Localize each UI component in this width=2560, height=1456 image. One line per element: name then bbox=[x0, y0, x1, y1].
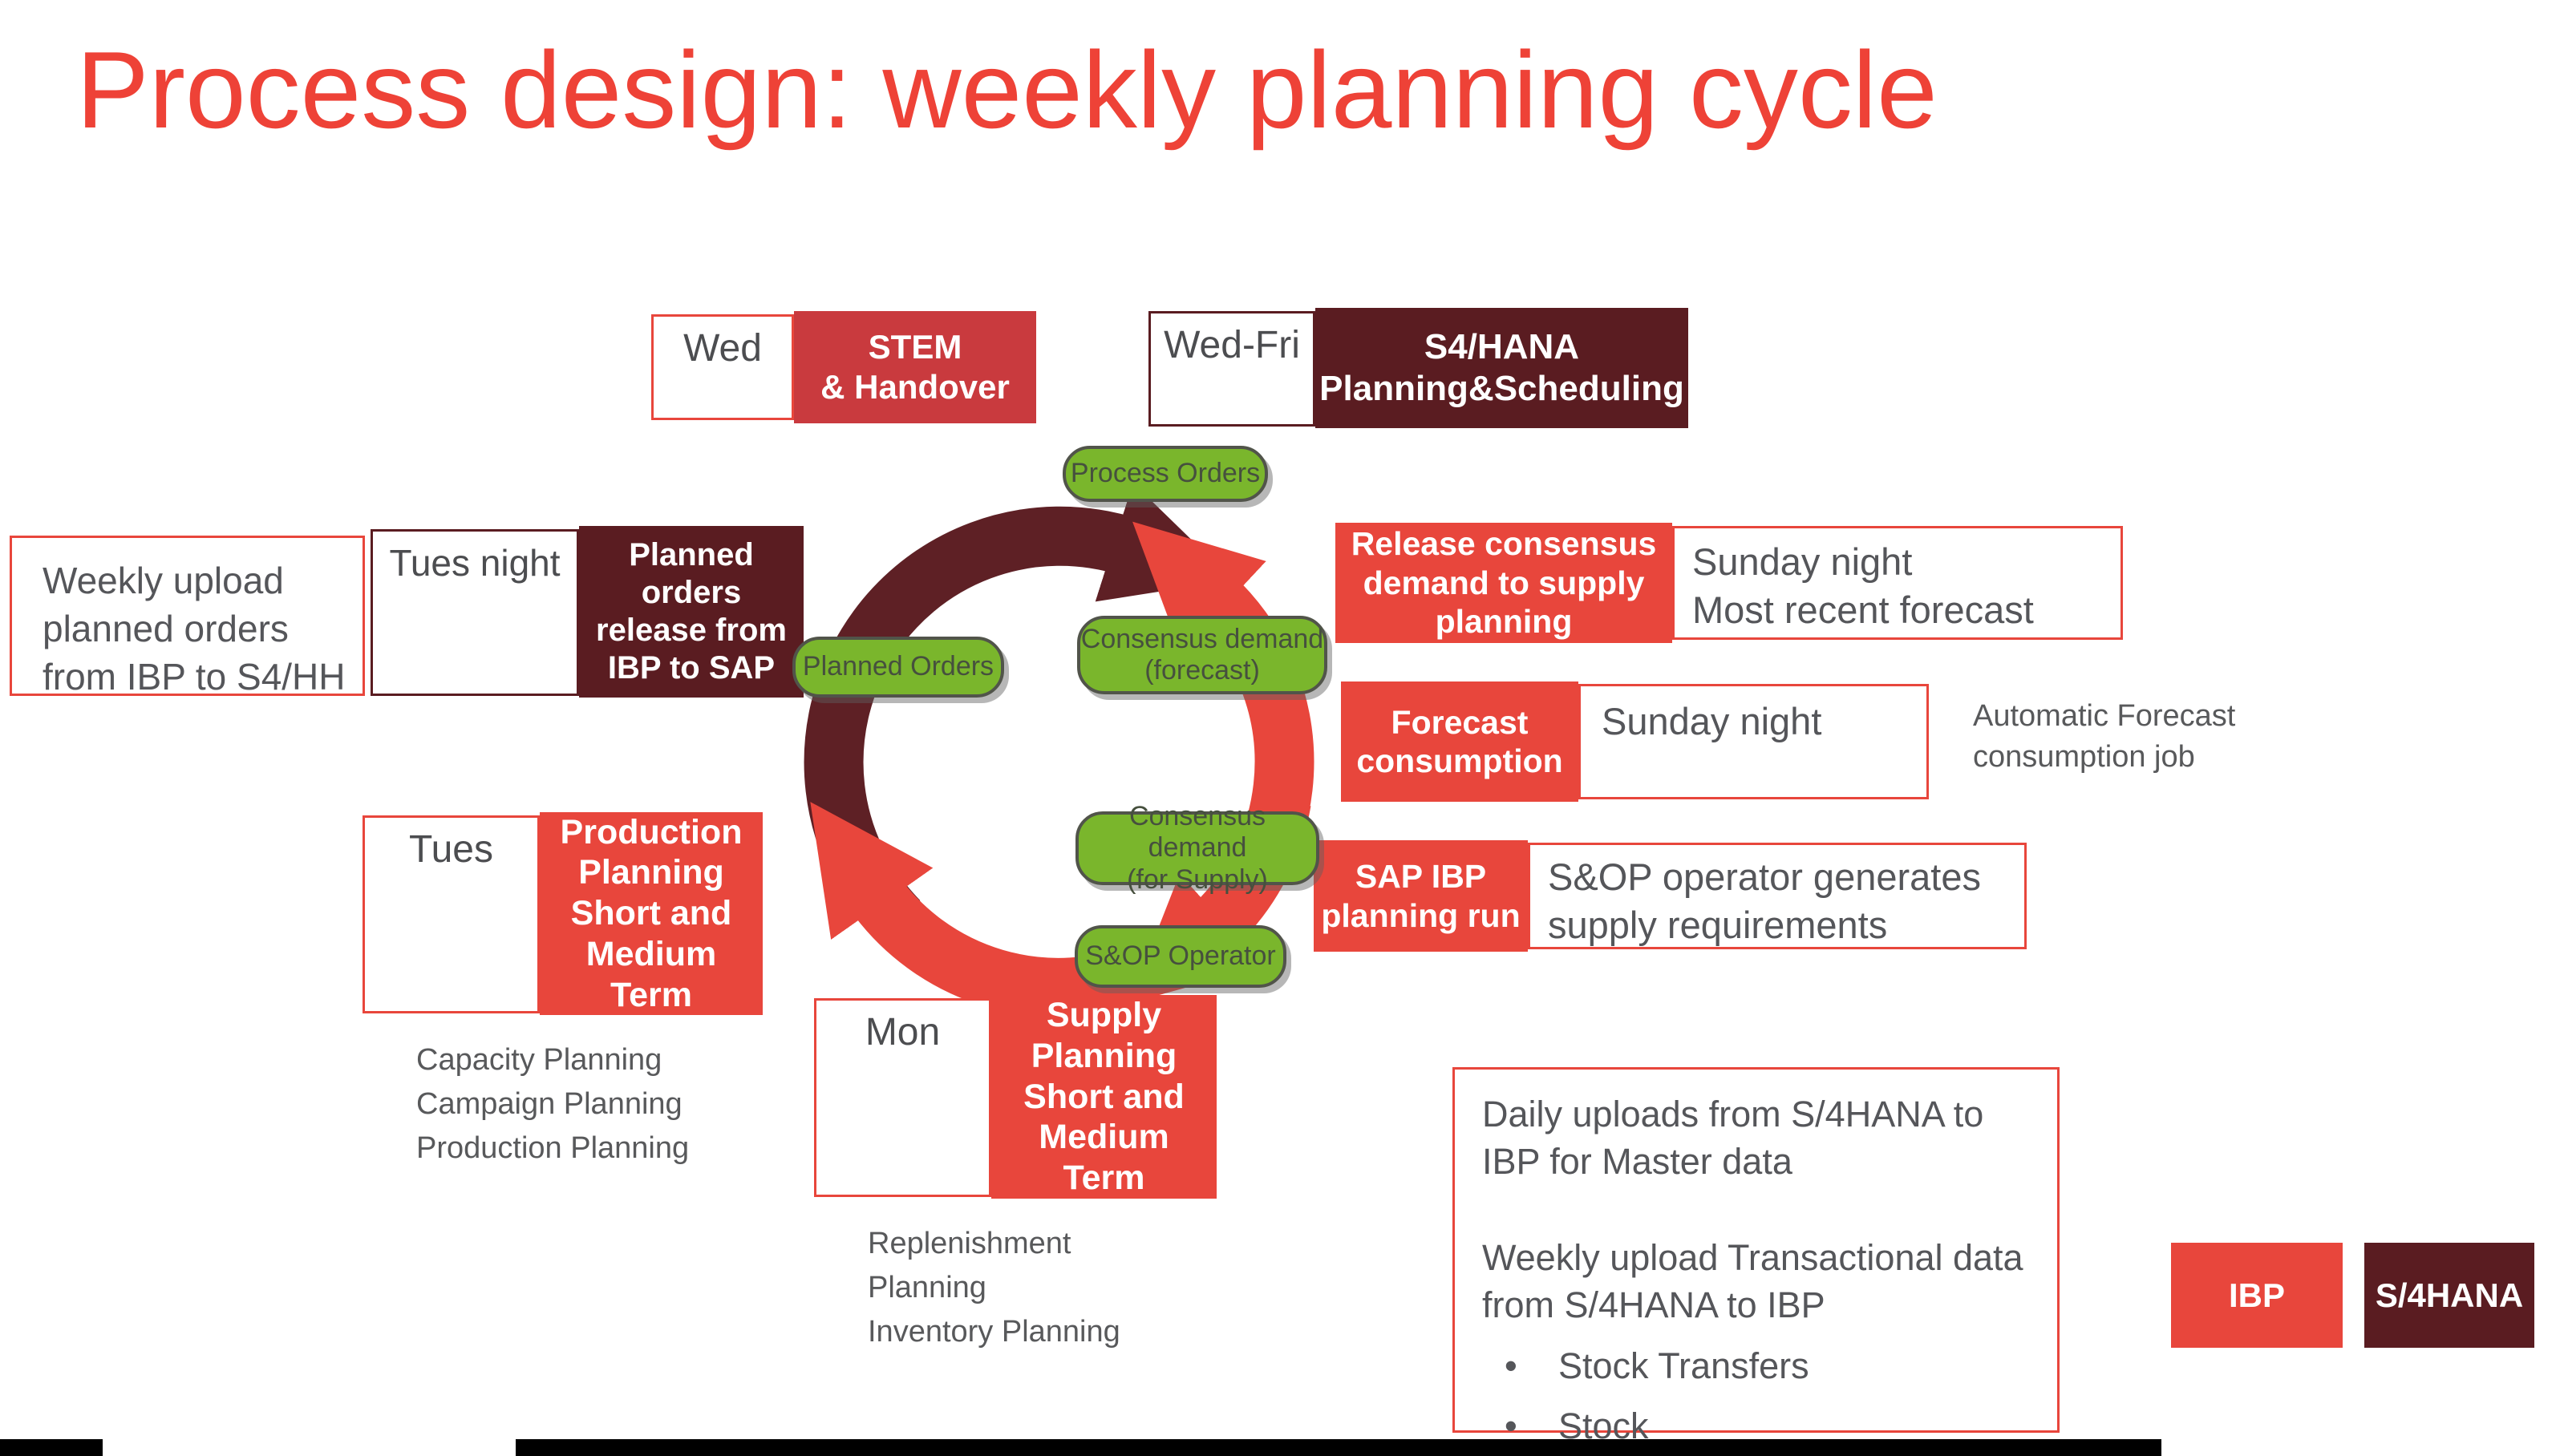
uploads-bullet-stock: Stock bbox=[1482, 1402, 2033, 1450]
sap-ibp-planning-run-box: SAP IBP planning run bbox=[1314, 840, 1528, 952]
pill-consensus-demand-forecast: Consensus demand (forecast) bbox=[1077, 616, 1327, 694]
supply-planning-note: Replenishment Planning Inventory Plannin… bbox=[868, 1227, 1120, 1349]
supply-planning-box: Supply Planning Short and Medium Term bbox=[991, 995, 1217, 1199]
stem-day-cell: Wed bbox=[651, 314, 794, 420]
forecast-consumption-detail-box: Sunday night bbox=[1578, 684, 1929, 799]
production-planning-note: Capacity Planning Campaign Planning Prod… bbox=[416, 1043, 690, 1166]
uploads-bullet-stock-transfers: Stock Transfers bbox=[1482, 1342, 2033, 1390]
planned-orders-release-day-cell: Tues night bbox=[371, 529, 579, 696]
s4hana-planning-scheduling-box: S4/HANA Planning&Scheduling bbox=[1315, 308, 1688, 428]
s4hana-day-cell: Wed-Fri bbox=[1148, 311, 1315, 427]
weekly-upload-note-box: Weekly upload planned orders from IBP to… bbox=[10, 536, 365, 698]
supply-planning-day-cell: Mon bbox=[814, 998, 991, 1197]
pill-process-orders: Process Orders bbox=[1063, 446, 1268, 502]
release-consensus-detail-box: Sunday night Most recent forecast bbox=[1672, 526, 2123, 640]
footer-bar-left bbox=[0, 1439, 103, 1456]
production-planning-box: Production Planning Short and Medium Ter… bbox=[540, 812, 763, 1015]
automatic-forecast-note: Automatic Forecast consumption job bbox=[1973, 699, 2236, 775]
production-planning-day-cell: Tues bbox=[363, 815, 540, 1013]
legend-ibp: IBP bbox=[2171, 1243, 2343, 1348]
legend-s4hana: S/4HANA bbox=[2364, 1243, 2534, 1348]
pill-planned-orders: Planned Orders bbox=[792, 637, 1004, 698]
uploads-info-box: Daily uploads from S/4HANA to IBP for Ma… bbox=[1452, 1067, 2060, 1450]
uploads-line1: Daily uploads from S/4HANA to IBP for Ma… bbox=[1482, 1094, 1984, 1183]
forecast-consumption-box: Forecast consumption bbox=[1341, 681, 1578, 802]
release-consensus-demand-box: Release consensus demand to supply plann… bbox=[1335, 523, 1672, 643]
page-title: Process design: weekly planning cycle bbox=[76, 29, 1938, 151]
uploads-line2: Weekly upload Transactional data from S/… bbox=[1482, 1236, 2023, 1326]
sap-ibp-detail-box: S&OP operator generates supply requireme… bbox=[1528, 843, 2027, 949]
stem-handover-box: STEM & Handover bbox=[794, 311, 1036, 423]
pill-sop-operator: S&OP Operator bbox=[1075, 925, 1286, 988]
planned-orders-release-box: Planned orders release from IBP to SAP bbox=[579, 526, 804, 698]
pill-consensus-demand-supply: Consensus demand (for Supply) bbox=[1075, 801, 1319, 895]
